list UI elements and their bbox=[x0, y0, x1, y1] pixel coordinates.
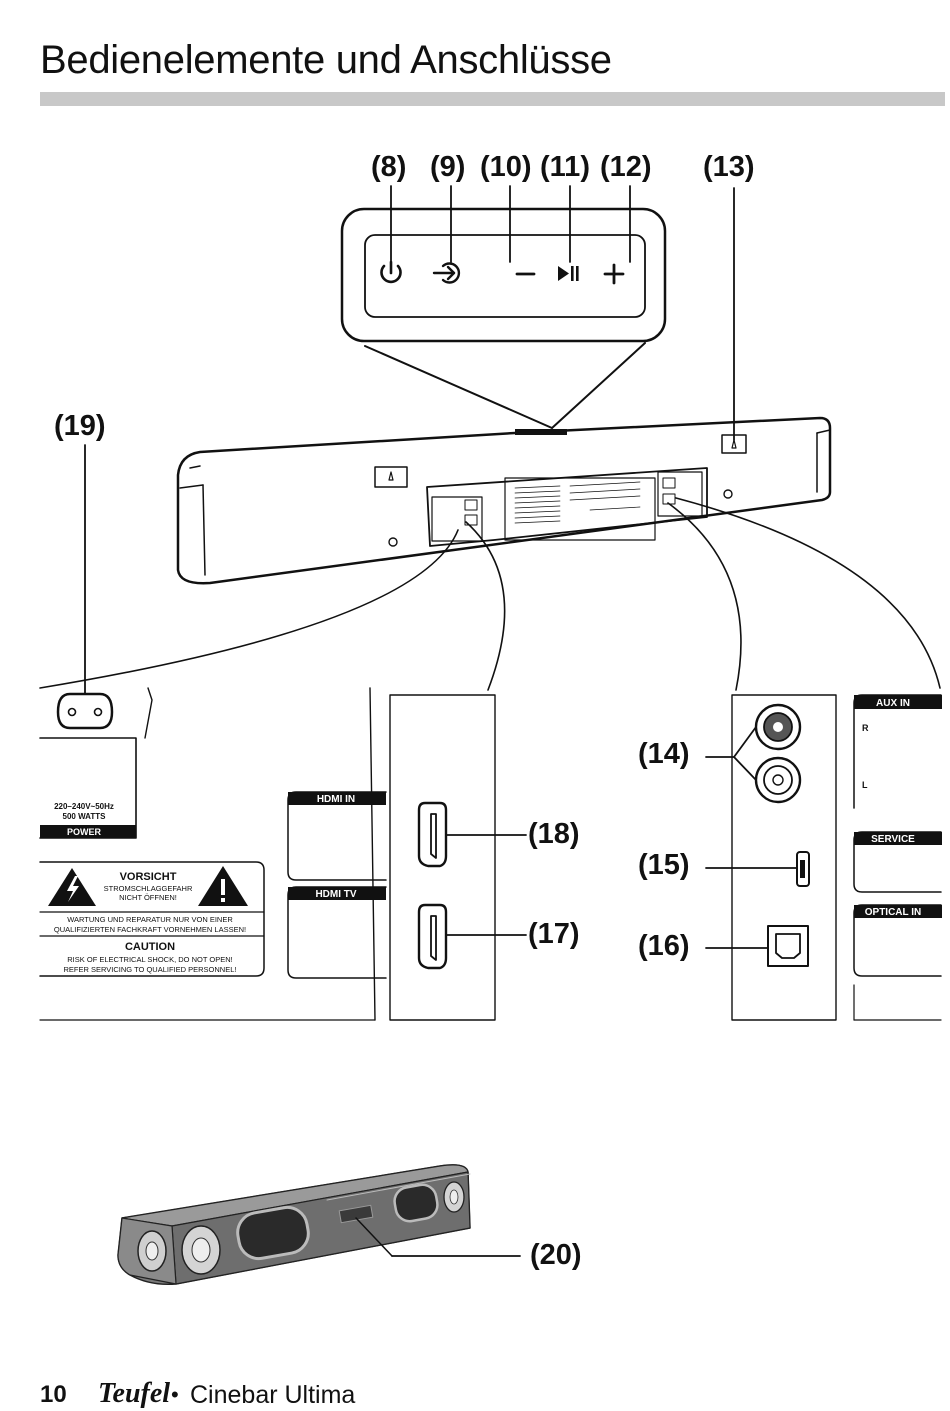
hdmi-in-label: HDMI IN bbox=[317, 794, 355, 805]
callout-15: (15) bbox=[638, 849, 690, 881]
callout-10: (10) bbox=[480, 151, 532, 183]
footer-separator: • bbox=[171, 1382, 179, 1407]
optical-port bbox=[705, 925, 809, 967]
power-label: POWER bbox=[67, 827, 102, 837]
plus-icon bbox=[603, 263, 625, 285]
hdmi-in-port bbox=[417, 801, 527, 868]
callout-8: (8) bbox=[371, 151, 407, 183]
aux-in-label: AUX IN bbox=[876, 698, 910, 709]
play-pause-icon bbox=[558, 266, 579, 281]
warning-title-en: CAUTION bbox=[125, 941, 175, 953]
callout-20: (20) bbox=[530, 1239, 582, 1271]
power-panel bbox=[39, 444, 153, 839]
soundbar-front bbox=[117, 1164, 521, 1286]
soundbar-rear bbox=[176, 187, 832, 585]
optical-in-label: OPTICAL IN bbox=[865, 907, 921, 918]
warning-sub-de: STROMSCHLAGGEFAHR bbox=[104, 884, 193, 893]
service-label: SERVICE bbox=[871, 834, 915, 845]
right-port-panel bbox=[705, 694, 837, 1021]
callout-9: (9) bbox=[430, 151, 466, 183]
hdmi-tv-port bbox=[417, 903, 527, 970]
power-voltage: 220–240V~50Hz bbox=[54, 802, 114, 811]
warning-service-de1: WARTUNG UND REPARATUR NUR VON EINER bbox=[67, 915, 233, 924]
source-icon bbox=[432, 262, 461, 284]
aux-l-label: L bbox=[862, 780, 868, 790]
callout-12: (12) bbox=[600, 151, 652, 183]
callout-11: (11) bbox=[540, 151, 590, 183]
aux-r-label: R bbox=[862, 723, 869, 733]
hdmi-port-panel bbox=[389, 694, 527, 1021]
callout-13: (13) bbox=[703, 151, 755, 183]
power-watts: 500 WATTS bbox=[63, 812, 107, 821]
callout-18: (18) bbox=[528, 818, 580, 850]
power-icon bbox=[380, 260, 402, 284]
aux-l-jack bbox=[754, 756, 802, 804]
warning-sub-en2: REFER SERVICING TO QUALIFIED PERSONNEL! bbox=[64, 965, 237, 974]
callout-17: (17) bbox=[528, 918, 580, 950]
warning-title-de: VORSICHT bbox=[120, 871, 177, 883]
product-name: Cinebar Ultima bbox=[190, 1381, 356, 1409]
callout-16: (16) bbox=[638, 930, 690, 962]
service-usb-port bbox=[705, 851, 810, 887]
hdmi-tv-label: HDMI TV bbox=[315, 889, 356, 900]
title-rule bbox=[40, 92, 945, 106]
callout-19: (19) bbox=[54, 410, 106, 442]
warning-sub-de2: NICHT ÖFFNEN! bbox=[119, 893, 177, 902]
hdmi-label-boxes bbox=[287, 791, 387, 979]
warning-sub-en1: RISK OF ELECTRICAL SHOCK, DO NOT OPEN! bbox=[67, 955, 232, 964]
right-label-boxes bbox=[853, 694, 942, 1021]
aux-r-jack bbox=[754, 703, 802, 751]
warning-service-de2: QUALIFIZIERTEN FACHKRAFT VORNEHMEN LASSE… bbox=[54, 925, 246, 934]
page-number: 10 bbox=[40, 1381, 67, 1408]
brand-logo: Teufel bbox=[98, 1378, 171, 1409]
page-title: Bedienelemente und Anschlüsse bbox=[40, 38, 612, 82]
callout-14: (14) bbox=[638, 738, 690, 770]
control-panel-zoom bbox=[340, 185, 667, 429]
warning-label bbox=[39, 861, 265, 977]
